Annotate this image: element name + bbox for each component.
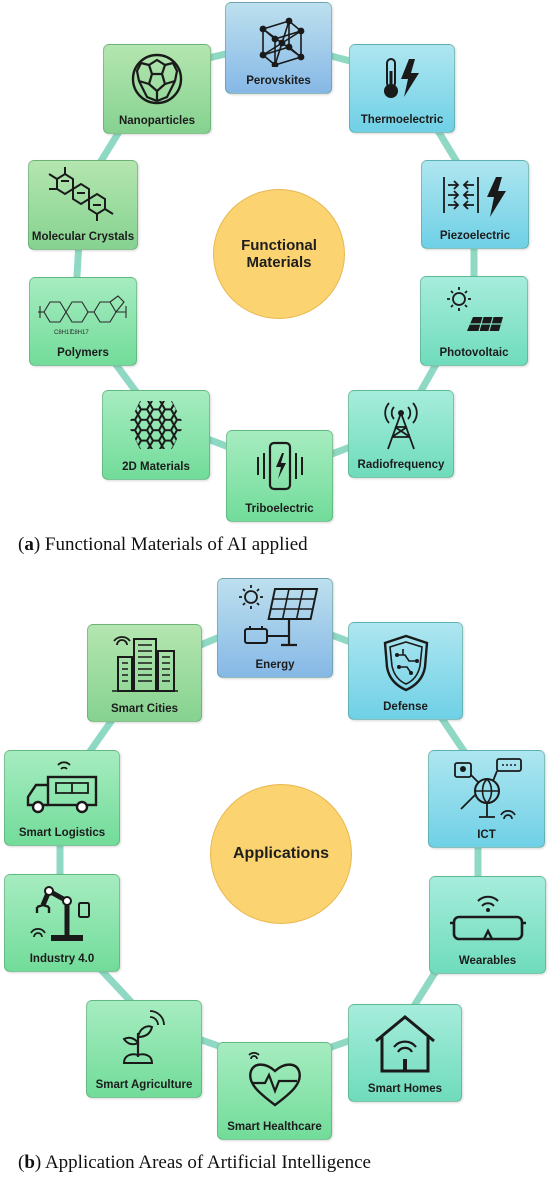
caption-letter: a bbox=[24, 534, 34, 555]
solar-panel-icon bbox=[447, 287, 503, 332]
thermometer-bolt-icon bbox=[384, 58, 419, 98]
caption-text: Functional Materials of AI applied bbox=[44, 534, 308, 555]
node-label: Thermoelectric bbox=[360, 114, 444, 126]
node-energy: Energy bbox=[217, 578, 333, 678]
node-label: Triboelectric bbox=[245, 503, 314, 515]
caption-a: (a) Functional Materials of AI applied bbox=[18, 534, 308, 555]
node-photovoltaic: Photovoltaic bbox=[420, 276, 528, 366]
node-label: Smart Agriculture bbox=[95, 1079, 193, 1091]
molecule-rings-icon bbox=[48, 167, 114, 221]
solar-energy-icon bbox=[239, 585, 319, 647]
node-label: Nanoparticles bbox=[118, 115, 196, 127]
node-label: ICT bbox=[477, 829, 496, 841]
node-label: Polymers bbox=[57, 347, 109, 359]
caption-b: (b) Application Areas of Artificial Inte… bbox=[18, 1152, 371, 1173]
node-smart-agriculture: Smart Agriculture bbox=[86, 1000, 202, 1098]
node-label: Radiofrequency bbox=[357, 459, 445, 471]
node-label: Piezoelectric bbox=[439, 230, 511, 242]
node-label: Industry 4.0 bbox=[29, 953, 95, 965]
network-globe-icon bbox=[453, 758, 522, 820]
polymer-formula-label: C8H17 bbox=[54, 330, 73, 336]
node-label: Smart Logistics bbox=[18, 827, 106, 839]
delivery-truck-icon bbox=[26, 761, 98, 814]
smart-glasses-icon bbox=[449, 895, 526, 941]
node-2d-materials: 2D Materials bbox=[102, 390, 210, 480]
applications-diagram: Applications Energy Defense bbox=[0, 574, 550, 1146]
pressure-bolt-icon bbox=[443, 177, 506, 217]
node-radiofrequency: Radiofrequency bbox=[348, 390, 454, 478]
robotic-arm-icon bbox=[30, 886, 90, 941]
node-label: Energy bbox=[255, 659, 295, 671]
caption-letter: b bbox=[24, 1152, 35, 1173]
functional-materials-diagram: Functional Materials Perovskites Thermoe… bbox=[0, 0, 550, 528]
node-label: Molecular Crystals bbox=[31, 231, 135, 243]
node-ict: ICT bbox=[428, 750, 545, 848]
phone-vibration-icon bbox=[256, 441, 303, 491]
node-perovskites: Perovskites bbox=[225, 2, 332, 94]
hub-circle: Applications bbox=[210, 784, 352, 924]
hexagon-grid-icon bbox=[128, 401, 184, 449]
node-label: Photovoltaic bbox=[439, 347, 509, 359]
node-smart-healthcare: Smart Healthcare bbox=[217, 1042, 332, 1140]
node-defense: Defense bbox=[348, 622, 463, 720]
shield-circuit-icon bbox=[383, 634, 428, 692]
hub-label: Functional Materials bbox=[241, 237, 317, 271]
city-buildings-icon bbox=[111, 636, 178, 692]
node-industry-4: Industry 4.0 bbox=[4, 874, 120, 972]
plant-sprout-icon bbox=[122, 1010, 165, 1064]
node-nanoparticles: Nanoparticles bbox=[103, 44, 211, 134]
crystal-lattice-icon bbox=[259, 17, 304, 67]
node-smart-logistics: Smart Logistics bbox=[4, 750, 120, 846]
node-piezoelectric: Piezoelectric bbox=[421, 160, 529, 249]
node-label: Smart Homes bbox=[367, 1083, 443, 1095]
hub-circle: Functional Materials bbox=[213, 189, 345, 319]
caption-text: Application Areas of Artificial Intellig… bbox=[44, 1152, 371, 1173]
node-smart-cities: Smart Cities bbox=[87, 624, 202, 722]
node-label: Defense bbox=[383, 701, 428, 713]
node-label: Perovskites bbox=[246, 75, 311, 87]
polymer-structure-icon: C8H17 C8H17 bbox=[38, 295, 127, 336]
node-label: 2D Materials bbox=[122, 461, 190, 473]
antenna-tower-icon bbox=[384, 402, 418, 450]
node-thermoelectric: Thermoelectric bbox=[349, 44, 455, 133]
node-wearables: Wearables bbox=[429, 876, 546, 974]
fullerene-icon bbox=[131, 53, 183, 105]
node-label: Wearables bbox=[458, 955, 517, 967]
node-label: Smart Cities bbox=[110, 703, 179, 715]
polymer-formula-label: C8H17 bbox=[70, 330, 89, 336]
node-smart-homes: Smart Homes bbox=[348, 1004, 462, 1102]
node-triboelectric: Triboelectric bbox=[226, 430, 333, 522]
node-molecular-crystals: Molecular Crystals bbox=[28, 160, 138, 250]
heartbeat-icon bbox=[247, 1052, 301, 1107]
node-polymers: C8H17 C8H17 Polymers bbox=[29, 277, 137, 366]
smart-home-icon bbox=[375, 1015, 435, 1073]
node-label: Smart Healthcare bbox=[227, 1121, 322, 1133]
hub-label: Applications bbox=[232, 845, 329, 862]
